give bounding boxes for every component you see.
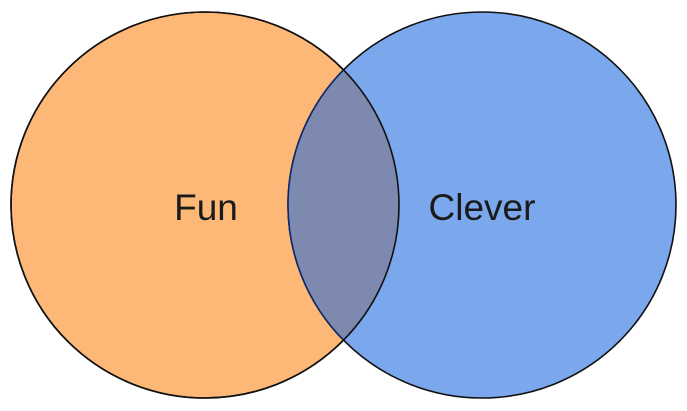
set-clever-label: Clever bbox=[429, 187, 536, 228]
set-fun-outline bbox=[10, 11, 400, 399]
set-fun-label: Fun bbox=[174, 187, 238, 228]
